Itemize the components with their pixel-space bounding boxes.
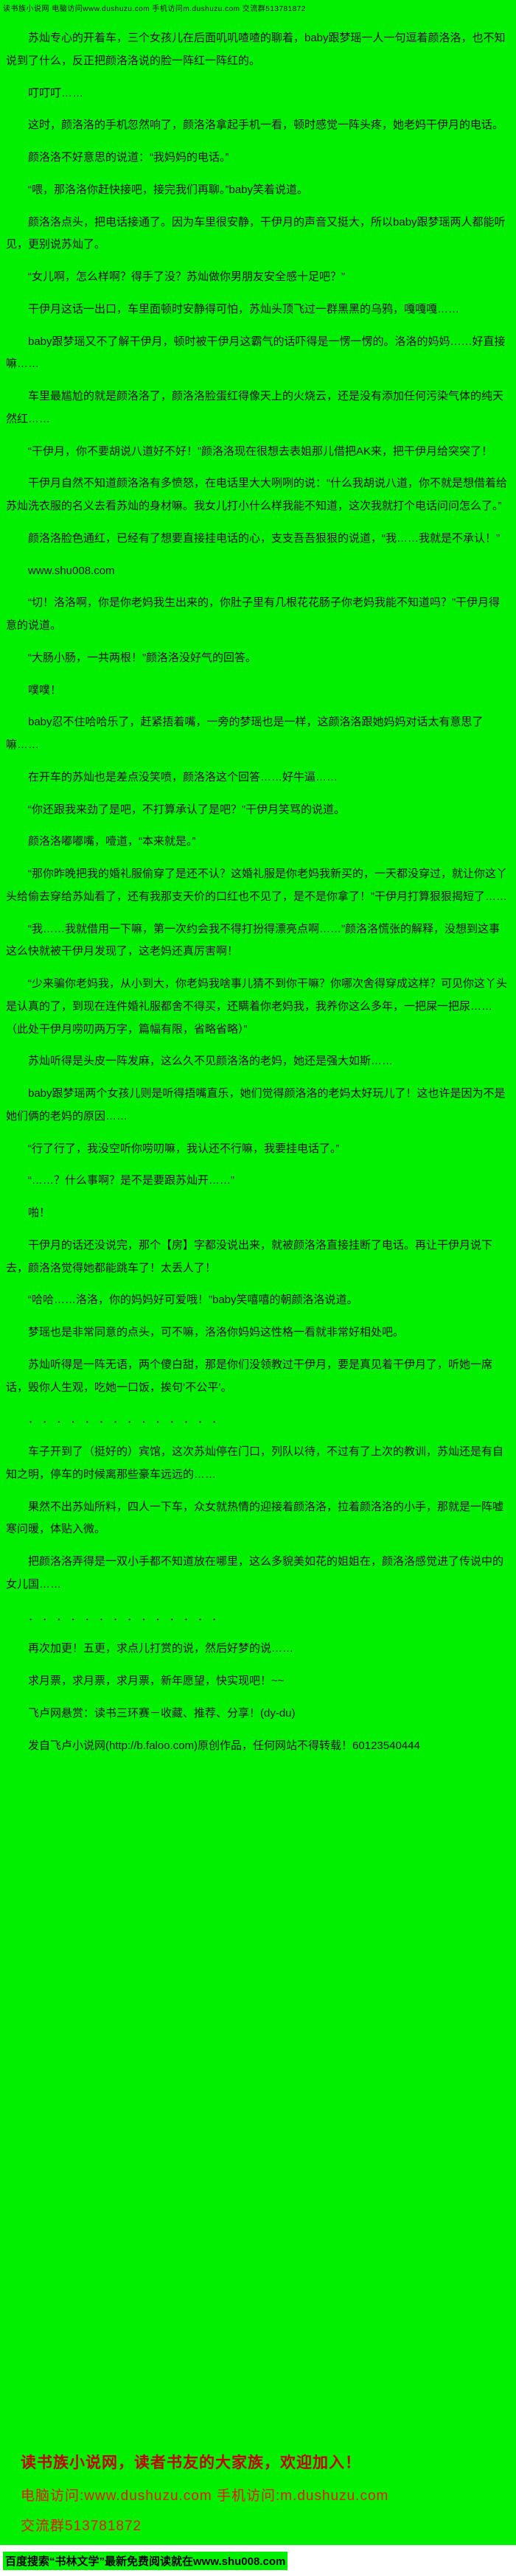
novel-paragraph: “……？什么事啊？是不是要跟苏灿开……” — [28, 1174, 234, 1187]
novel-paragraph: 把颜洛洛弄得是一双小手都不知道放在哪里，这么多貌美如花的姐姐在，颜洛洛感觉进了传… — [6, 1555, 504, 1591]
novel-content: 苏灿专心的开着车，三个女孩儿在后面叽叽喳喳的聊着，baby跟梦瑶一人一句逗着颜洛… — [0, 13, 516, 1767]
novel-paragraph: 啪！ — [28, 1207, 51, 1219]
baidu-search-hint[interactable]: 百度搜索“书林文学”最新免费阅读就在www.shu008.com — [3, 2551, 288, 2570]
novel-paragraph: www.shu008.com — [28, 564, 115, 577]
novel-paragraph: 叮叮叮…… — [28, 86, 84, 100]
novel-paragraph: 再次加更！五更，求点儿打赏的说，然后好梦的说…… — [28, 1642, 294, 1655]
novel-paragraph: 颜洛洛不好意思的说道：“我妈妈的电话。” — [28, 151, 229, 164]
novel-paragraph: 梦瑶也是非常同意的点头，可不嘛，洛洛你妈妈这性格一看就非常好相处吧。 — [28, 1326, 405, 1338]
novel-paragraph: 苏灿听得是一阵无语，两个傻白甜，那是你们没领教过干伊月，要是真见着干伊月了，听她… — [6, 1358, 493, 1394]
novel-paragraph: ． ． ． ． ． ． ． ． ． ． ． ． ． ． — [28, 1610, 223, 1623]
novel-paragraph: 车子开到了（挺好的）宾馆，这次苏灿停在门口，列队以待，不过有了上次的教训，苏灿还… — [6, 1445, 504, 1481]
novel-paragraph: 求月票，求月票，求月票，新年愿望，快实现吧！~~ — [28, 1675, 285, 1687]
top-site-notice: 读书族小说网 电脑访问www.dushuzu.com 手机访问m.dushuzu… — [3, 5, 306, 13]
novel-paragraph: “切！洛洛啊，你是你老妈我生出来的，你肚子里有几根花花肠子你老妈我能不知道吗？”… — [6, 596, 500, 632]
novel-paragraph: “喂，那洛洛你赶快接吧，接完我们再聊。”baby笑着说道。 — [28, 183, 309, 196]
novel-paragraph: “那你昨晚把我的婚礼服偷穿了是还不认？这婚礼服是你老妈我新买的，一天都没穿过，就… — [6, 868, 507, 903]
novel-paragraph: “少来骗你老妈我，从小到大，你老妈我啥事儿猜不到你干嘛？你哪次舍得穿成这样？可见… — [6, 977, 507, 1036]
novel-paragraph: 苏灿专心的开着车，三个女孩儿在后面叽叽喳喳的聊着，baby跟梦瑶一人一句逗着颜洛… — [6, 32, 506, 67]
novel-paragraph: “你还跟我来劲了是吧，不打算承认了是吧？”干伊月笑骂的说道。 — [28, 803, 345, 816]
novel-paragraph: 颜洛洛脸色通红，已经有了想要直接挂电话的心，支支吾吾狠狠的说道，“我……我就是不… — [28, 531, 500, 545]
novel-paragraph: 干伊月自然不知道颜洛洛有多愤怒，在电话里大大咧咧的说：“什么我胡说八道，你不就是… — [6, 477, 507, 512]
site-promo-group-number: 交流群513781872 — [21, 2519, 142, 2534]
novel-paragraph: 苏灿听得是头皮一阵发麻，这么久不见颜洛洛的老妈，她还是强大如斯…… — [28, 1055, 394, 1068]
novel-paragraph: baby跟梦瑶又不了解干伊月，顿时被干伊月这霸气的话吓得是一愣一愣的。洛洛的妈妈… — [6, 335, 506, 371]
site-promo-urls[interactable]: 电脑访问:www.dushuzu.com 手机访问:m.dushuzu.com — [21, 2488, 389, 2504]
novel-paragraph: “行了行了，我没空听你唠叨嘛，我认还不行嘛，我要挂电话了。” — [28, 1142, 340, 1155]
novel-paragraph: 飞卢网悬赏：读书三环赛－收藏、推荐、分享！(dy-du) — [28, 1706, 296, 1720]
novel-paragraph: baby跟梦瑶两个女孩儿则是听得捂嘴直乐，她们觉得颜洛洛的老妈太好玩儿了！这也许… — [6, 1087, 506, 1123]
novel-paragraph: ． ． ． ． ． ． ． ． ． ． ． ． ． ． — [28, 1413, 223, 1426]
novel-paragraph: baby忍不住哈哈乐了，赶紧捂着嘴，一旁的梦瑶也是一样，这颜洛洛跟她妈妈对话太有… — [6, 716, 484, 751]
novel-paragraph: 干伊月的话还没说完，那个【房】字都没说出来，就被颜洛洛直接挂断了电话。再让干伊月… — [6, 1238, 493, 1274]
novel-paragraph: 车里最尴尬的就是颜洛洛了，颜洛洛脸蛋红得像天上的火烧云，还是没有添加任何污染气体… — [6, 390, 504, 425]
novel-paragraph: “女儿啊，怎么样啊？得手了没？苏灿做你男朋友安全感十足吧？” — [28, 270, 345, 283]
novel-paragraph: “大肠小肠，一共两根！”颜洛洛没好气的回答。 — [28, 651, 257, 664]
site-promo-title: 读书族小说网，读者书友的大家族，欢迎加入！ — [21, 2454, 361, 2471]
bottom-search-bar: 百度搜索“书林文学”最新免费阅读就在www.shu008.com — [0, 2545, 516, 2576]
novel-paragraph: 在开车的苏灿也是差点没笑喷，颜洛洛这个回答……好牛逼…… — [28, 770, 338, 783]
novel-paragraph: 这时，颜洛洛的手机忽然响了，颜洛洛拿起手机一看，顿时感觉一阵头疼，她老妈干伊月的… — [28, 119, 504, 132]
novel-paragraph: 颜洛洛嘟嘟嘴，噎道，“本来就是。” — [28, 835, 196, 848]
novel-paragraph: “我……我就借用一下嘛，第一次约会我不得打扮得漂亮点啊……”颜洛洛慌张的解释，没… — [6, 922, 500, 958]
site-promo-block: 读书族小说网，读者书友的大家族，欢迎加入！ 电脑访问:www.dushuzu.c… — [0, 2451, 516, 2545]
novel-paragraph: “哈哈……洛洛，你的妈妈好可爱哦！”baby笑嘻嘻的朝颜洛洛说道。 — [28, 1294, 358, 1307]
novel-paragraph: 发自飞卢小说网(http://b.faloo.com)原创作品，任何网站不得转载… — [28, 1739, 420, 1752]
novel-paragraph: “干伊月，你不要胡说八道好不好！”颜洛洛现在很想去表姐那儿借把AK来，把干伊月给… — [28, 444, 493, 458]
novel-paragraph: 颜洛洛点头，把电话接通了。因为车里很安静，干伊月的声音又挺大，所以baby跟梦瑶… — [6, 215, 506, 251]
novel-paragraph: 干伊月这话一出口，车里面顿时安静得可怕，苏灿头顶飞过一群黑黑的乌鸦，嘎嘎嘎…… — [28, 302, 460, 315]
novel-paragraph: 果然不出苏灿所料，四人一下车，众女就热情的迎接着颜洛洛，拉着颜洛洛的小手，那就是… — [6, 1500, 504, 1536]
novel-paragraph: 噗噗！ — [28, 683, 62, 697]
